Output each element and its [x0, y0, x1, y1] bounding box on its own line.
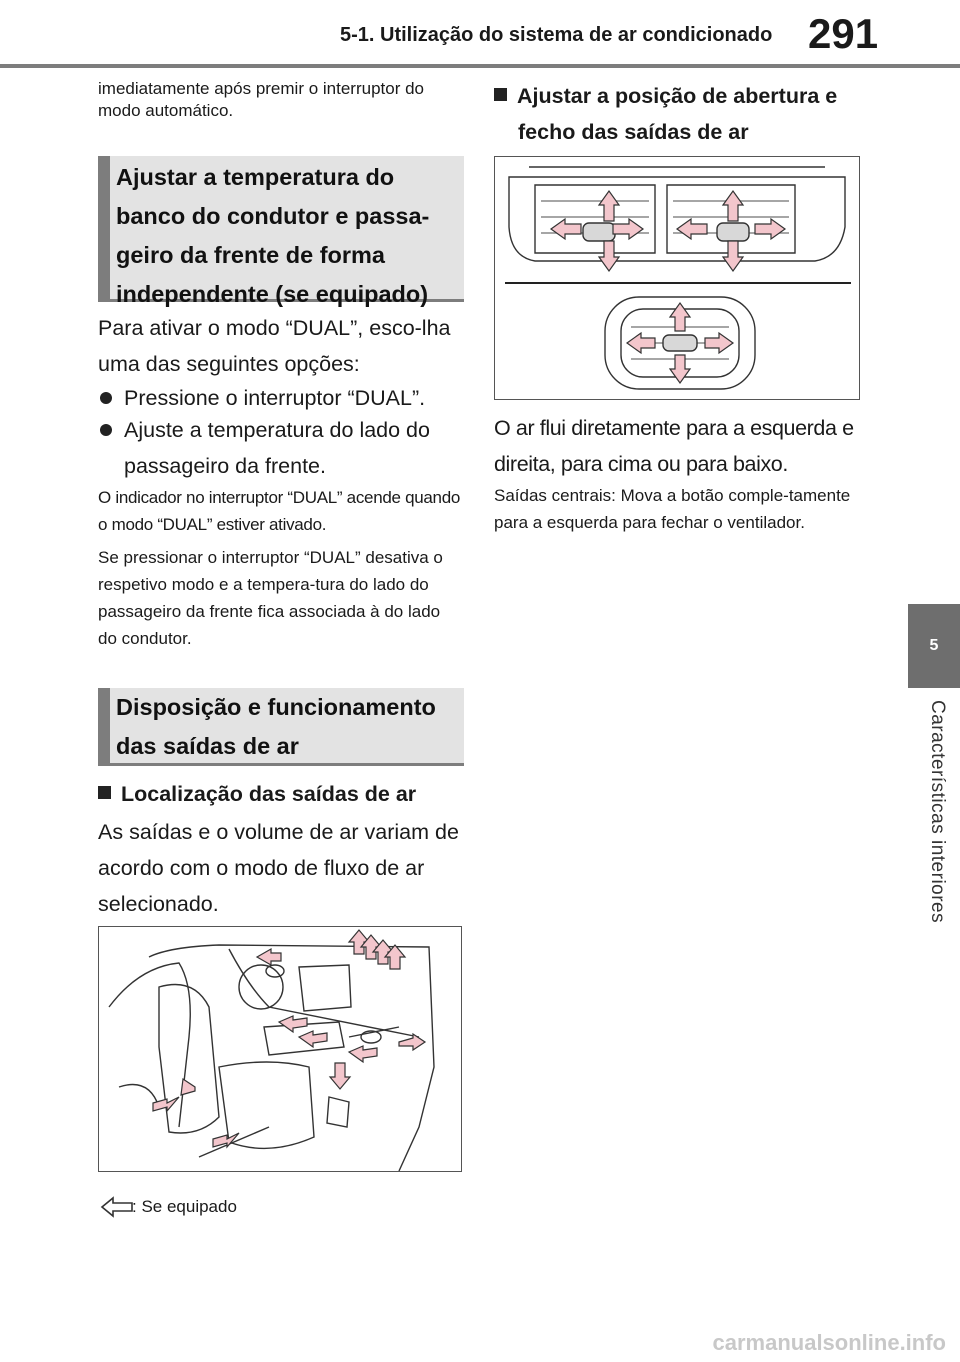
subhead-vent-adjust: Ajustar a posição de abertura e fecho da… — [494, 78, 864, 150]
square-bullet-icon — [98, 786, 111, 799]
dual-deactivate-note: Se pressionar o interruptor “DUAL” desat… — [98, 548, 443, 648]
optional-arrow-icon — [100, 1196, 134, 1218]
header-rule — [0, 64, 960, 68]
vent-drawing — [505, 166, 851, 390]
section-title: 5-1. Utilização do sistema de ar condici… — [340, 24, 773, 46]
airflow-text: O ar flui diretamente para a esquerda e … — [494, 416, 854, 476]
vent-location-text: As saídas e o volume de ar variam de aco… — [98, 820, 459, 916]
square-bullet-icon — [494, 88, 507, 101]
dual-intro-text: Para ativar o modo “DUAL”, esco-lha uma … — [98, 316, 451, 376]
page-number: 291 — [808, 10, 879, 57]
section-heading-vents: Disposição e funcionamento das saídas de… — [98, 688, 464, 766]
bullet-item: Ajuste a temperatura do lado do passagei… — [98, 412, 468, 484]
chapter-tab: 5 — [908, 604, 960, 688]
cabin-drawing — [108, 929, 435, 1172]
intro-text: imediatamente após premir o interruptor … — [98, 79, 424, 120]
chapter-label: Características interiores — [927, 700, 948, 924]
section-heading-dual: Ajustar a temperatura do banco do condut… — [98, 156, 464, 307]
cabin-vents-illustration — [98, 926, 462, 1172]
bullet-dot — [100, 392, 112, 404]
bullet-dot — [100, 424, 112, 436]
subhead-vent-location: Localização das saídas de ar — [98, 776, 470, 812]
dual-indicator-note: O indicador no interruptor “DUAL” acende… — [98, 488, 461, 534]
legend-text: : Se equipado — [132, 1197, 237, 1216]
bullet-item: Pressione o interruptor “DUAL”. — [98, 380, 468, 416]
watermark: carmanualsonline.info — [712, 1330, 947, 1355]
central-vents-note: Saídas centrais: Mova a botão comple-tam… — [494, 486, 851, 532]
vent-adjust-illustration — [494, 156, 860, 400]
